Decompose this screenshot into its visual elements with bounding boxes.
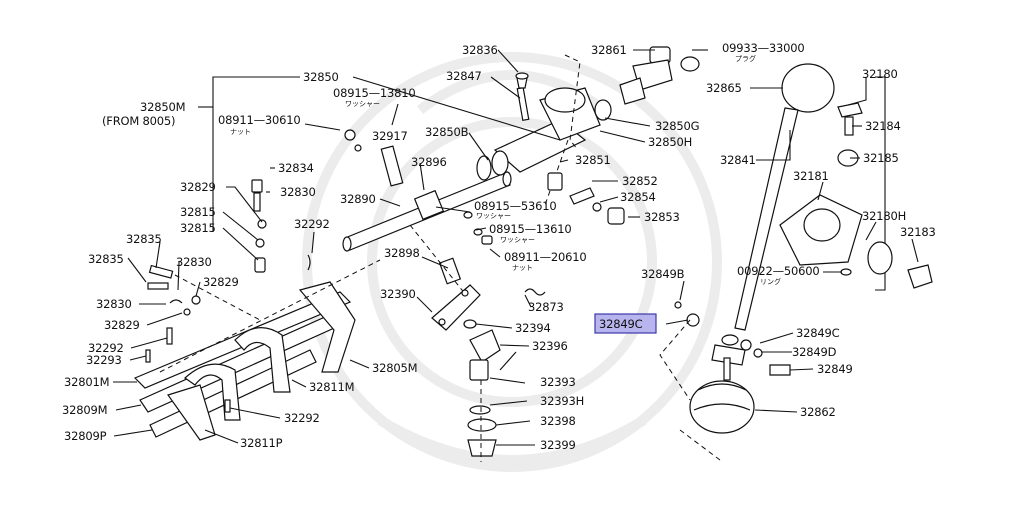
selector-block-drawing xyxy=(544,46,700,206)
label-09933-33000-note: プラグ xyxy=(735,54,756,63)
label-08915-53610-note: ワッシャー xyxy=(476,212,511,220)
label-32898[interactable]: 32898 xyxy=(384,246,420,260)
label-32815[interactable]: 32815 xyxy=(180,205,216,219)
label-32398[interactable]: 32398 xyxy=(540,414,576,428)
label-08911-20610-note: ナット xyxy=(512,264,533,272)
label-00922-50600-note: リング xyxy=(760,277,781,286)
label-08915-13810[interactable]: 08915—13810 xyxy=(333,86,416,100)
label-32849C-highlighted[interactable]: 32849C xyxy=(599,317,643,331)
label-32834[interactable]: 32834 xyxy=(278,161,314,175)
small-parts-drawing xyxy=(344,129,625,301)
label-08911-20610[interactable]: 08911—20610 xyxy=(504,250,587,264)
lever-plate-drawing xyxy=(431,284,481,331)
label-32394[interactable]: 32394 xyxy=(515,321,551,335)
label-32292[interactable]: 32292 xyxy=(294,217,330,231)
detent-parts-drawing xyxy=(147,179,311,321)
label-00922-50600[interactable]: 00922—50600 xyxy=(737,264,820,278)
label-32801M[interactable]: 32801M xyxy=(64,375,110,389)
label-08915-13610[interactable]: 08915—13610 xyxy=(489,222,572,236)
label-32185[interactable]: 32185 xyxy=(863,151,899,165)
label-32835[interactable]: 32835 xyxy=(126,232,162,246)
label-08911-30610[interactable]: 08911—30610 xyxy=(218,113,301,127)
label-32829-second[interactable]: 32829 xyxy=(203,275,239,289)
label-32849D[interactable]: 32849D xyxy=(792,345,837,359)
label-32836[interactable]: 32836 xyxy=(462,43,498,57)
shift-rod-drawing xyxy=(342,171,512,252)
label-32850M[interactable]: 32850M xyxy=(140,100,186,114)
lever-retainer-drawing xyxy=(779,76,933,291)
label-32390[interactable]: 32390 xyxy=(380,287,416,301)
label-32805M[interactable]: 32805M xyxy=(372,361,418,375)
label-32830-third[interactable]: 32830 xyxy=(96,297,132,311)
label-32850B[interactable]: 32850B xyxy=(425,125,469,139)
label-32811P[interactable]: 32811P xyxy=(240,436,283,450)
leader-lines xyxy=(113,49,919,446)
label-32811M[interactable]: 32811M xyxy=(309,380,355,394)
label-32396[interactable]: 32396 xyxy=(532,339,568,353)
label-08911-30610-note: ナット xyxy=(230,128,251,136)
label-08915-53610[interactable]: 08915—53610 xyxy=(474,199,557,213)
label-32293[interactable]: 32293 xyxy=(86,353,122,367)
label-32849C[interactable]: 32849C xyxy=(796,326,840,340)
label-from-8005: (FROM 8005) xyxy=(102,114,175,128)
label-32841[interactable]: 32841 xyxy=(720,153,756,167)
label-32393H[interactable]: 32393H xyxy=(540,394,584,408)
shift-lever-drawing xyxy=(659,63,835,461)
label-32849[interactable]: 32849 xyxy=(817,362,853,376)
label-32890[interactable]: 32890 xyxy=(340,192,376,206)
label-32861[interactable]: 32861 xyxy=(591,43,627,57)
label-32830[interactable]: 32830 xyxy=(280,185,316,199)
parts-drawing xyxy=(133,46,933,462)
label-32896[interactable]: 32896 xyxy=(411,155,447,169)
label-32851[interactable]: 32851 xyxy=(575,153,611,167)
label-32830-second[interactable]: 32830 xyxy=(176,255,212,269)
shift-housing-drawing xyxy=(476,72,612,181)
label-32183[interactable]: 32183 xyxy=(900,225,936,239)
shift-fork-assembly-drawing xyxy=(133,259,381,441)
label-08915-13810-note: ワッシャー xyxy=(345,100,380,108)
label-32853[interactable]: 32853 xyxy=(644,210,680,224)
label-32829[interactable]: 32829 xyxy=(180,180,216,194)
label-32847[interactable]: 32847 xyxy=(446,69,482,83)
label-32181[interactable]: 32181 xyxy=(793,169,829,183)
part-labels: 32850M (FROM 8005) 32850 08915—13810 ワッシ… xyxy=(62,41,936,452)
label-32809M[interactable]: 32809M xyxy=(62,403,108,417)
label-32815-second[interactable]: 32815 xyxy=(180,221,216,235)
pivot-stack-drawing xyxy=(467,329,517,462)
label-32849B[interactable]: 32849B xyxy=(641,267,685,281)
label-32180[interactable]: 32180 xyxy=(862,67,898,81)
label-32292-second[interactable]: 32292 xyxy=(88,341,124,355)
label-32852[interactable]: 32852 xyxy=(622,174,658,188)
label-32292-third[interactable]: 32292 xyxy=(284,411,320,425)
label-09933-33000[interactable]: 09933—33000 xyxy=(722,41,805,55)
label-32850[interactable]: 32850 xyxy=(303,70,339,84)
label-08915-13610-note: ワッシャー xyxy=(500,236,535,244)
label-32850G[interactable]: 32850G xyxy=(655,119,699,133)
label-32184[interactable]: 32184 xyxy=(865,119,901,133)
label-32854[interactable]: 32854 xyxy=(620,190,656,204)
label-32850H[interactable]: 32850H xyxy=(648,135,692,149)
label-32809P[interactable]: 32809P xyxy=(64,429,107,443)
label-32917[interactable]: 32917 xyxy=(372,129,408,143)
label-32865[interactable]: 32865 xyxy=(706,81,742,95)
label-32873[interactable]: 32873 xyxy=(528,300,564,314)
label-32829-third[interactable]: 32829 xyxy=(104,318,140,332)
highlight-box-32849C xyxy=(594,313,657,334)
label-32180H[interactable]: 32180H xyxy=(862,209,906,223)
label-32835-second[interactable]: 32835 xyxy=(88,252,124,266)
label-32862[interactable]: 32862 xyxy=(800,405,836,419)
label-32393[interactable]: 32393 xyxy=(540,375,576,389)
watermark-emblem xyxy=(302,52,722,472)
label-32399[interactable]: 32399 xyxy=(540,438,576,452)
